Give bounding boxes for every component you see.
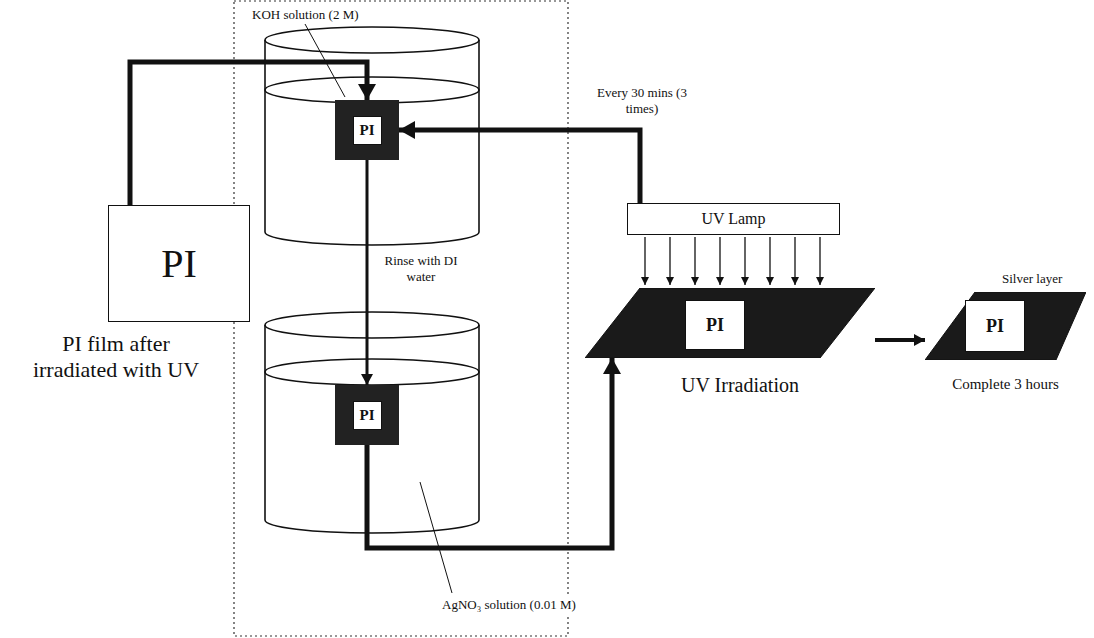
process-bracket: [234, 1, 568, 636]
process-arrow: [399, 130, 640, 203]
uv-ray: [669, 237, 670, 285]
uv-ray: [644, 237, 645, 285]
beaker-wall: [264, 40, 266, 232]
process-arrow: [366, 160, 369, 385]
film-box: PIPI film after irradiated with UV: [108, 205, 250, 322]
process-arrow: [367, 358, 612, 548]
beaker-bottom: [265, 520, 479, 533]
callout-label: AgNO₃ solution (0.01 M): [440, 596, 578, 614]
sample-in-agno3: PI: [335, 385, 399, 445]
beaker-wall: [478, 325, 480, 520]
film-label: PI: [161, 240, 197, 287]
sample-label: PI: [353, 116, 382, 145]
uv-ray: [719, 237, 720, 285]
uv-ray: [794, 237, 795, 285]
lamp-label: UV Lamp: [701, 210, 765, 228]
liquid-surface: [265, 359, 479, 385]
beaker-wall: [478, 40, 480, 232]
process-arrow: [130, 62, 367, 205]
film-caption: PI film after irradiated with UV: [21, 331, 211, 384]
callout-label: Silver layer: [1000, 270, 1064, 288]
callout-label: KOH solution (2 M): [250, 6, 361, 24]
leader-line: [420, 482, 452, 593]
uv-ray: [694, 237, 695, 285]
edge-label: Rinse with DI water: [380, 252, 462, 285]
sample-label: PI: [353, 401, 382, 430]
irradiation-plate: UV IrradiationPI: [585, 288, 875, 358]
process-arrow: [875, 338, 925, 342]
uv-ray: [744, 237, 745, 285]
beaker-wall: [264, 325, 266, 520]
pi-film: PI: [685, 300, 745, 350]
uv-lamp: UV Lamp: [627, 203, 840, 235]
edge-label: Every 30 mins (3 times): [588, 84, 696, 117]
step-caption: UV Irradiation: [605, 374, 875, 397]
film-label: PI: [986, 316, 1004, 337]
plate-surface: [925, 292, 1086, 360]
beaker-rim: [265, 27, 479, 53]
beaker-agno3: [265, 312, 479, 533]
plate-surface: [585, 288, 875, 358]
step-caption: Complete 3 hours: [925, 376, 1086, 393]
sample-in-koh: PI: [335, 100, 399, 160]
uv-rays: [645, 237, 820, 285]
film-label: PI: [706, 315, 724, 336]
beaker-rim: [265, 312, 479, 338]
beaker-bottom: [265, 232, 479, 245]
silver-plate: Complete 3 hoursPI: [925, 292, 1086, 360]
pi-film: PI: [965, 300, 1025, 352]
uv-ray: [769, 237, 770, 285]
uv-ray: [819, 237, 820, 285]
